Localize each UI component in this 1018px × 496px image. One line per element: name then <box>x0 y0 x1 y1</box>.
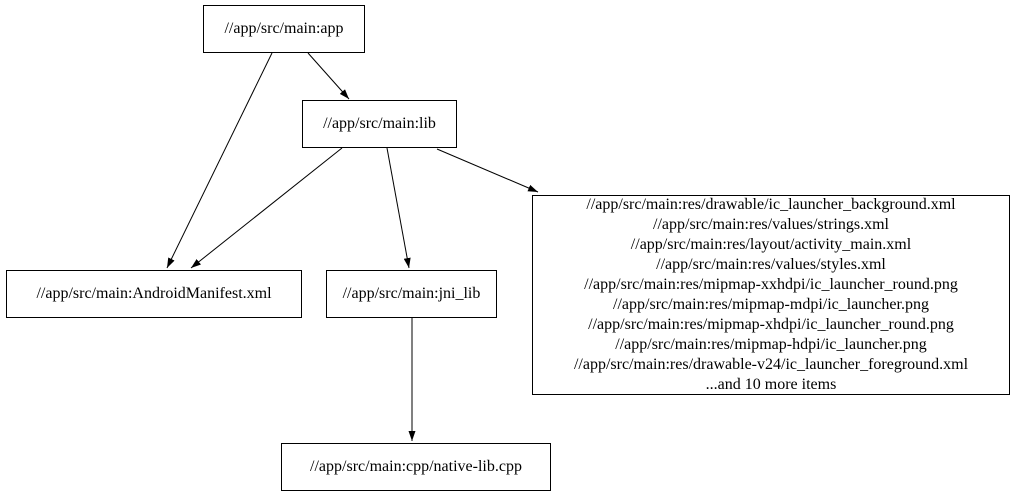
node-native-lib-cpp: //app/src/main:cpp/native-lib.cpp <box>281 443 551 491</box>
node-jni-lib-label: //app/src/main:jni_lib <box>342 285 481 302</box>
res-file-item: //app/src/main:res/mipmap-xxhdpi/ic_laun… <box>584 276 958 293</box>
node-res-files: //app/src/main:res/drawable/ic_launcher_… <box>532 195 1010 395</box>
edge-app-to-lib <box>307 52 350 100</box>
node-android-manifest-label: //app/src/main:AndroidManifest.xml <box>36 285 272 302</box>
res-file-item: //app/src/main:res/mipmap-xhdpi/ic_launc… <box>588 316 954 333</box>
edge-lib-to-manifest <box>190 147 343 269</box>
res-file-item: //app/src/main:res/values/styles.xml <box>656 256 886 273</box>
node-app: //app/src/main:app <box>203 5 365 53</box>
node-native-lib-cpp-label: //app/src/main:cpp/native-lib.cpp <box>310 458 522 475</box>
res-file-item: //app/src/main:res/drawable-v24/ic_launc… <box>573 356 969 373</box>
res-file-item: //app/src/main:res/layout/activity_main.… <box>630 236 912 253</box>
node-lib: //app/src/main:lib <box>302 100 457 148</box>
node-lib-label: //app/src/main:lib <box>323 115 436 132</box>
res-file-item: //app/src/main:res/drawable/ic_launcher_… <box>586 196 956 213</box>
res-file-item: //app/src/main:res/mipmap-hdpi/ic_launch… <box>615 336 927 353</box>
res-file-item: //app/src/main:res/values/strings.xml <box>653 216 889 233</box>
node-android-manifest: //app/src/main:AndroidManifest.xml <box>6 270 302 318</box>
res-more-items-label: ...and 10 more items <box>705 376 837 393</box>
edge-lib-to-jni-lib <box>386 147 411 269</box>
node-app-label: //app/src/main:app <box>224 20 344 37</box>
res-file-item: //app/src/main:res/mipmap-mdpi/ic_launch… <box>613 296 929 313</box>
edge-app-to-manifest <box>166 52 273 269</box>
node-jni-lib: //app/src/main:jni_lib <box>326 270 497 318</box>
edge-lib-to-res <box>436 148 539 193</box>
